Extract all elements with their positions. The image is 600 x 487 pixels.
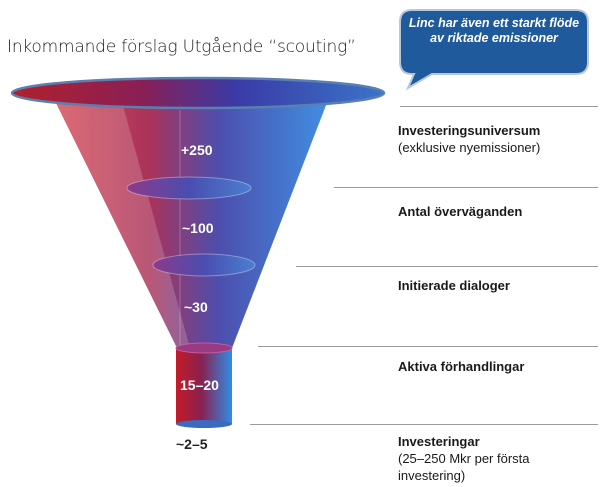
funnel-body xyxy=(52,95,330,348)
stage-title: Initierade dialoger xyxy=(398,278,510,293)
stage-label-considerations: Antal överväganden xyxy=(398,203,522,220)
funnel-highlight xyxy=(52,95,190,348)
stage-subtitle: (25–250 Mkr per första xyxy=(398,451,530,466)
stage-subtitle: (exklusive nyemissioner) xyxy=(398,140,541,155)
funnel-rim xyxy=(10,76,386,110)
stage-title: Antal överväganden xyxy=(398,204,523,219)
stage-title: Investeringar xyxy=(398,434,480,449)
stage-title: Aktiva förhandlingar xyxy=(398,359,525,374)
cylinder-bottom xyxy=(176,420,232,428)
funnel-disc-1 xyxy=(126,176,252,200)
stage-label-negotiations: Aktiva förhandlingar xyxy=(398,358,524,375)
flow-sources-label: Inkommande förslag Utgående “scouting” xyxy=(7,37,356,57)
cylinder-body xyxy=(176,348,232,424)
stage-label-universe: Investeringsuniversum (exklusive nyemiss… xyxy=(398,122,540,156)
stage-divider-3 xyxy=(296,266,598,267)
stage-title: Investeringsuniversum xyxy=(398,123,541,138)
stage-label-dialogues: Initierade dialoger xyxy=(398,277,510,294)
count-universe: +250 xyxy=(181,142,213,158)
count-dialogues: ~30 xyxy=(184,299,208,315)
stage-subtitle-cont: investering) xyxy=(398,468,466,483)
stage-divider-2 xyxy=(334,187,598,188)
count-investments: ~2–5 xyxy=(176,436,208,452)
callout-text: Linc har även ett starkt flöde av riktad… xyxy=(408,16,580,45)
funnel-disc-2 xyxy=(152,253,256,277)
cylinder-top xyxy=(175,342,233,354)
stage-divider-5 xyxy=(250,424,598,425)
callout-bubble xyxy=(399,9,589,91)
stage-label-investments: Investeringar (25–250 Mkr per första inv… xyxy=(398,433,530,484)
stage-divider-1 xyxy=(400,106,598,107)
stage-divider-4 xyxy=(258,346,598,347)
count-negotiations: 15–20 xyxy=(180,377,219,393)
count-considerations: ~100 xyxy=(182,220,214,236)
